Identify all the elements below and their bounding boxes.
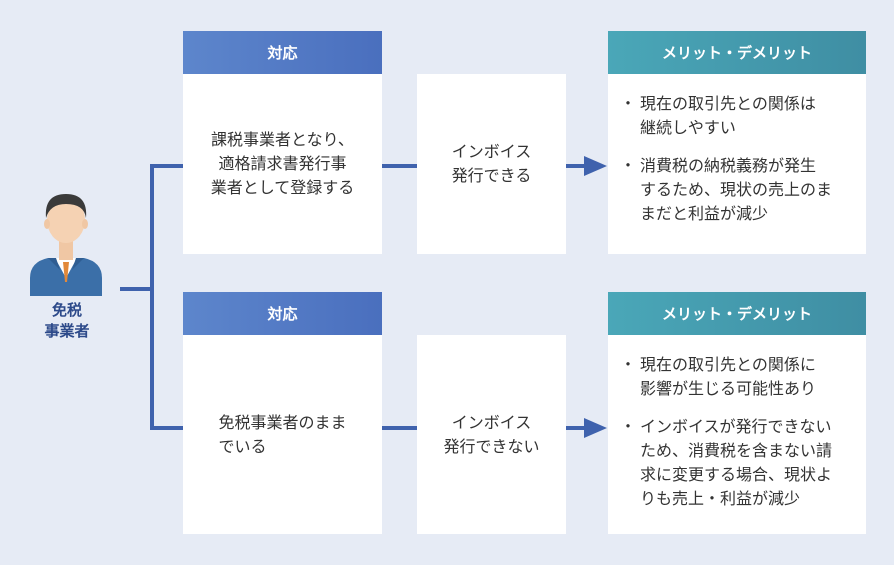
list-item: 現在の取引先との関係に 影響が生じる可能性あり — [620, 353, 858, 401]
row1-result-line2: 発行できる — [451, 166, 532, 185]
list-item: 消費税の納税義務が発生 するため、現状の売上のま まだと利益が減少 — [620, 154, 858, 226]
row2-action-line2: でいる — [218, 436, 267, 456]
person-label: 免税 事業者 — [22, 300, 112, 342]
row1-action-line3: 業者として登録する — [210, 178, 355, 197]
list-item: インボイスが発行できない ため、消費税を含まない請 求に変更する場合、現状よ り… — [620, 415, 858, 511]
row2-action-line1: 免税事業者のまま — [218, 412, 347, 432]
person-figure — [26, 186, 106, 296]
row2-result-box: インボイス 発行できない — [417, 335, 566, 534]
row1-header: 対応 — [183, 31, 382, 74]
row1-action-line1: 課税事業者となり、 — [211, 130, 354, 149]
arrow-row2 — [566, 418, 607, 438]
connector-row1-action-result — [382, 164, 417, 168]
connector-row2-action-result — [382, 426, 417, 430]
row1-action-line2: 適格請求書発行事 — [218, 154, 347, 173]
row2-merit-header: メリット・デメリット — [608, 292, 866, 335]
row1-result-box: インボイス 発行できる — [417, 74, 566, 254]
row1-merit-list: 現在の取引先との関係は 継続しやすい 消費税の納税義務が発生 するため、現状の売… — [608, 74, 866, 226]
list-item: 現在の取引先との関係は 継続しやすい — [620, 92, 858, 140]
row2-merit-list: 現在の取引先との関係に 影響が生じる可能性あり インボイスが発行できない ため、… — [608, 335, 866, 511]
person-label-line1: 免税 — [51, 301, 82, 319]
row2-action-box: 免税事業者のまま でいる — [183, 335, 382, 534]
connector-bottom-branch — [150, 426, 183, 430]
connector-person-stub — [120, 287, 154, 291]
row2-header: 対応 — [183, 292, 382, 335]
row2-result-line1: インボイス — [451, 412, 532, 432]
businessman-icon — [30, 194, 102, 296]
row1-merit-box: 現在の取引先との関係は 継続しやすい 消費税の納税義務が発生 するため、現状の売… — [608, 74, 866, 254]
row1-merit-header: メリット・デメリット — [608, 31, 866, 74]
person-label-line2: 事業者 — [44, 322, 90, 340]
row2-merit-box: 現在の取引先との関係に 影響が生じる可能性あり インボイスが発行できない ため、… — [608, 335, 866, 534]
row1-result-line1: インボイス — [451, 142, 532, 161]
row1-action-box: 課税事業者となり、 適格請求書発行事 業者として登録する — [183, 74, 382, 254]
row2-result-line2: 発行できない — [443, 436, 540, 456]
connector-top-branch — [150, 164, 183, 168]
connector-vertical — [150, 164, 154, 430]
arrow-row1 — [566, 156, 607, 176]
